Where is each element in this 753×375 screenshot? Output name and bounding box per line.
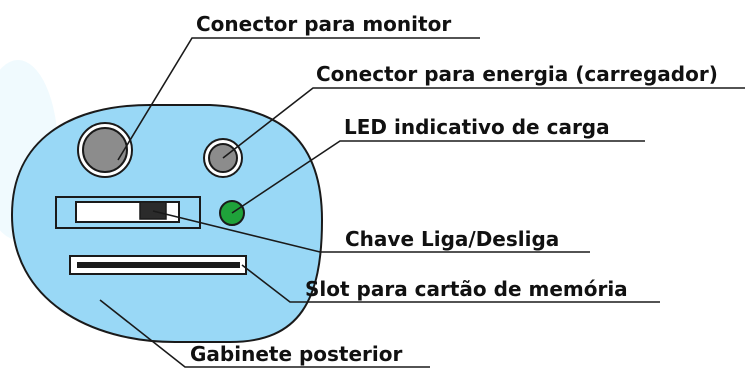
slot-opening [77, 262, 240, 268]
switch-knob [139, 201, 167, 220]
leader-lines [99, 37, 745, 368]
monitor-connector-port [82, 127, 128, 173]
power-switch [55, 196, 201, 229]
leader-line-rear-housing [99, 299, 430, 368]
label-rear-housing: Gabinete posterior [190, 342, 403, 366]
label-memory-card-slot: Slot para cartão de memória [305, 277, 628, 301]
monitor-connector [77, 122, 133, 178]
rear-housing-body [10, 104, 324, 343]
label-power-switch: Chave Liga/Desliga [345, 227, 559, 251]
label-monitor-connector: Conector para monitor [196, 12, 451, 36]
label-charge-led: LED indicativo de carga [344, 115, 610, 139]
leader-line-memory-card-slot [241, 264, 660, 303]
label-power-connector: Conector para energia (carregador) [316, 62, 718, 86]
leader-line-charge-led [231, 140, 645, 214]
leader-line-power-connector [222, 87, 745, 159]
leader-line-monitor-connector [117, 37, 480, 161]
memory-card-slot [69, 255, 247, 275]
leader-line-power-switch [152, 210, 590, 253]
switch-outer-frame [55, 196, 201, 229]
